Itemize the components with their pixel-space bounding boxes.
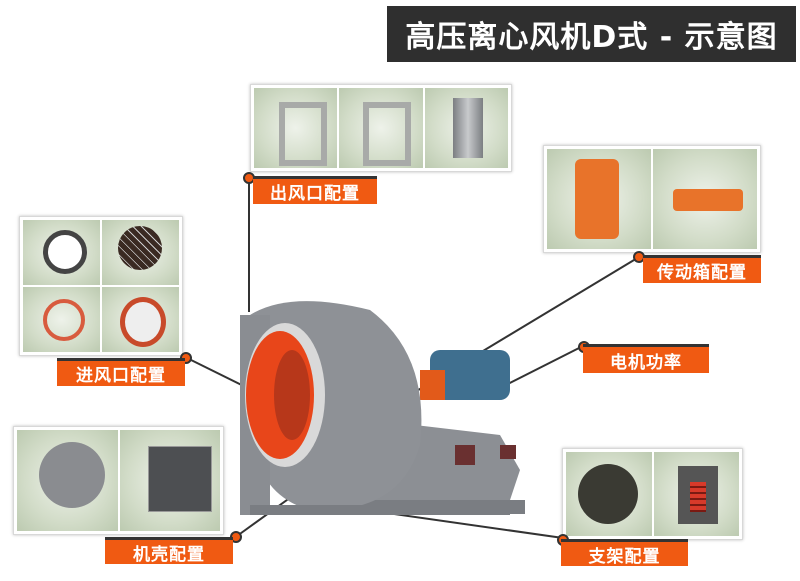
outlet-config-panel [250,84,512,172]
outlet-cylinder-image [424,88,508,168]
centrifugal-fan-illustration [240,301,525,515]
inlet-grille-image [102,220,179,285]
base-config-panel [562,448,743,540]
page-title: 高压离心风机D式 - 示意图 [387,6,796,62]
casing-config-panel [13,426,224,535]
motor-power-label: 电机功率 [583,344,709,373]
inlet-flange-image [23,287,100,352]
transmission-config-label: 传动箱配置 [643,255,761,283]
outlet-square-flange-image [254,88,338,168]
inlet-ring-image [23,220,100,285]
spring-damper-image [653,452,739,536]
outlet-config-label: 出风口配置 [253,176,377,204]
bearing-box-vertical-image [547,149,651,249]
inlet-config-panel [19,216,183,356]
rubber-damper-image [566,452,652,536]
casing-curved-image [17,430,118,531]
inlet-damper-image [102,287,179,352]
outlet-damper-flange-image [339,88,423,168]
bearing-box-horizontal-image [653,149,757,249]
inlet-config-label: 进风口配置 [57,358,185,386]
base-config-label: 支架配置 [561,539,688,567]
casing-access-door-image [119,430,220,531]
transmission-config-panel [543,145,761,253]
casing-config-label: 机壳配置 [105,537,233,565]
